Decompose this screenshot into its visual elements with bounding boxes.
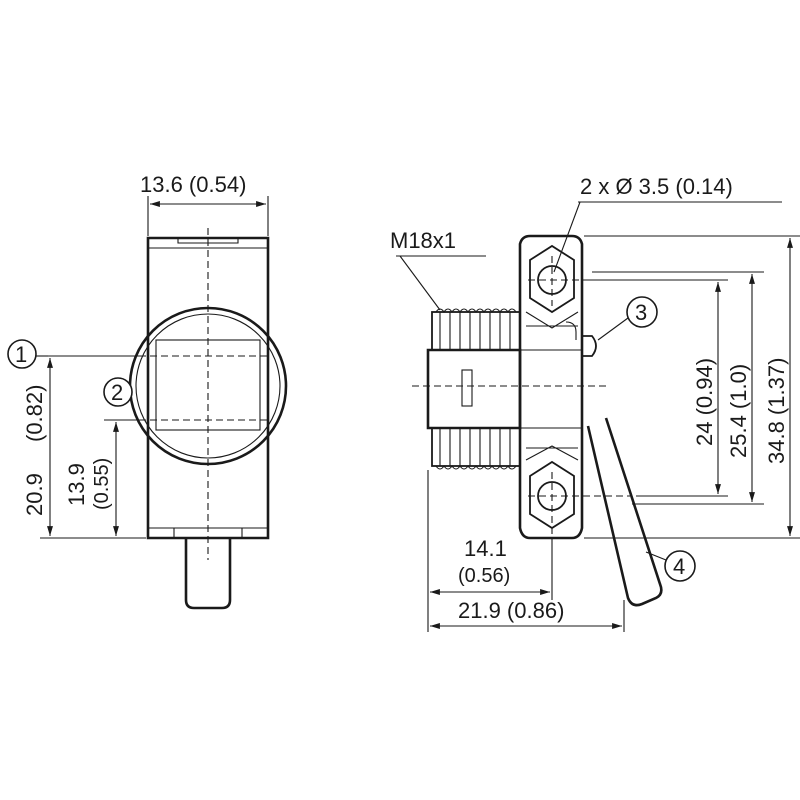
thread-upper	[431, 308, 521, 351]
callout-4-circle	[664, 550, 696, 582]
callout-2-label: 2	[111, 380, 123, 405]
front-view: 13.6 (0.54) 20.9 (0.82) 13.9 (0.55) 1 2	[7, 172, 288, 610]
dim-slot-spacing: 25.4 (1.0)	[726, 364, 751, 458]
dim-overall-height: 34.8 (1.37)	[764, 358, 789, 464]
dim-height-callout1-mm: 20.9	[22, 473, 47, 516]
front-cable	[184, 538, 232, 610]
thread-lower	[431, 427, 521, 470]
callout-3-circle	[626, 296, 658, 328]
dim-hole-spacing: 24 (0.94)	[692, 358, 717, 446]
callout-1-label: 1	[15, 342, 27, 367]
thread-spec: M18x1	[390, 228, 456, 253]
dim-depth-in: (0.56)	[458, 565, 510, 587]
dim-height-callout2-mm: 13.9	[64, 463, 89, 506]
front-body-outline	[146, 236, 270, 540]
callout-3-label: 3	[635, 300, 647, 325]
dim-height-callout1-in: (0.82)	[22, 385, 47, 442]
dim-depth-mm: 14.1	[464, 536, 507, 561]
dim-height-callout2-in: (0.55)	[91, 458, 113, 510]
adjust-knob	[582, 335, 597, 357]
side-cable	[586, 417, 663, 607]
callout-2-circle	[103, 377, 133, 407]
dim-overall-depth: 21.9 (0.86)	[458, 598, 564, 623]
hole-spec: 2 x Ø 3.5 (0.14)	[580, 174, 733, 199]
side-body	[426, 348, 522, 430]
callout-4-label: 4	[673, 554, 685, 579]
callout-1-circle	[7, 339, 37, 369]
mounting-flange	[518, 234, 584, 540]
dim-width-front: 13.6 (0.54)	[140, 172, 246, 197]
hex-nut-upper	[529, 244, 575, 314]
side-view: M18x1 2 x Ø 3.5 (0.14) 24 (0.94) 25.4 (1…	[390, 174, 800, 632]
hex-nut-lower	[529, 460, 575, 530]
